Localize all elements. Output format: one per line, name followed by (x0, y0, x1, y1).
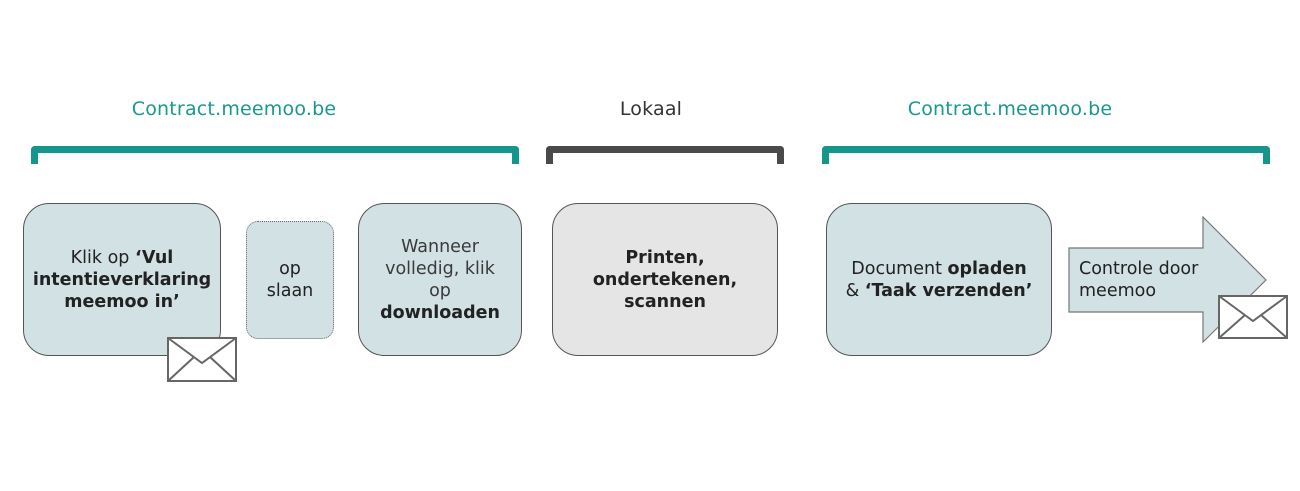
step-text-line: ondertekenen, (592, 269, 738, 290)
step-text-line: scannen (624, 291, 706, 312)
step-text-line: op (429, 280, 451, 301)
step-text-line: op (279, 259, 301, 279)
envelope-icon (167, 337, 237, 382)
step-text: Wanneer volledig, klik op downloaden (380, 236, 500, 324)
step-text-line: meemoo (1079, 281, 1157, 301)
group-title-contract-2: Contract.meemoo.be (907, 98, 1113, 120)
step-save: op slaan (246, 221, 334, 339)
step-text-bold: downloaden (380, 302, 500, 323)
step-text-line: Wanneer (401, 236, 479, 257)
step-text: Printen, ondertekenen, scannen (593, 247, 737, 313)
step-upload-send-task: Document opladen & ‘Taak verzenden’ (826, 203, 1052, 356)
group-bracket-contract-1 (31, 146, 519, 164)
group-bracket-lokaal (546, 146, 784, 164)
group-title-lokaal: Lokaal (619, 98, 683, 120)
step-text: op slaan (267, 258, 314, 302)
step-fill-intent-declaration: Klik op ‘Vul intentieverklaring meemoo i… (23, 203, 221, 356)
step-text-line: slaan (266, 281, 314, 301)
group-bracket-contract-2 (822, 146, 1270, 164)
step-text-bold: opladen (947, 258, 1027, 279)
step-text-bold: ‘Taak verzenden’ (864, 280, 1033, 301)
step-text: Document opladen & ‘Taak verzenden’ (846, 258, 1033, 302)
step-text-regular: Klik op (70, 247, 135, 268)
step-control-text: Controle door meemoo (1079, 258, 1198, 302)
step-print-sign-scan: Printen, ondertekenen, scannen (552, 203, 778, 356)
step-download: Wanneer volledig, klik op downloaden (358, 203, 522, 356)
step-text-regular: Document (851, 258, 948, 279)
step-text: Klik op ‘Vul intentieverklaring meemoo i… (33, 247, 211, 313)
step-text-regular: & (845, 280, 865, 301)
step-text-line: Printen, (625, 247, 705, 268)
step-text-bold: ‘Vul intentieverklaring meemoo in’ (32, 247, 212, 312)
step-text-line: Controle door (1079, 259, 1199, 279)
step-text-line: volledig, klik (385, 258, 495, 279)
envelope-icon (1218, 295, 1288, 339)
group-title-contract-1: Contract.meemoo.be (131, 98, 337, 120)
